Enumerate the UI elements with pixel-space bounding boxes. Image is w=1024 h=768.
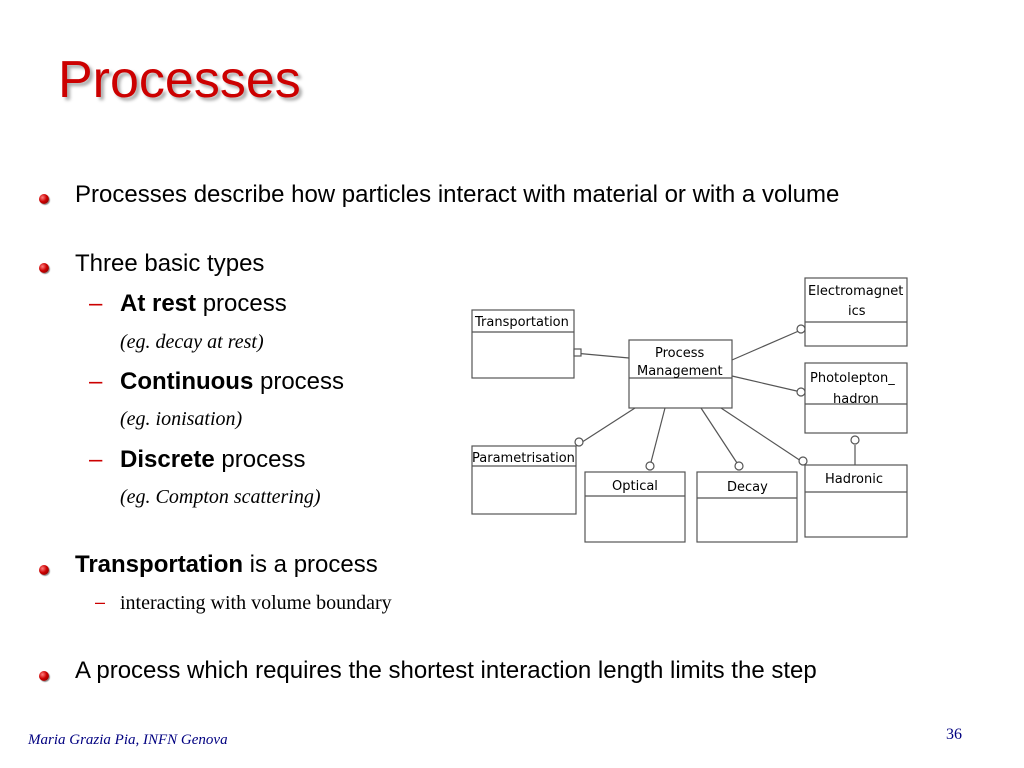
bullet-text-3: Transportation is a process bbox=[75, 551, 378, 579]
box-electromagnetics-2: ics bbox=[848, 304, 866, 319]
box-center-1: Process bbox=[655, 346, 705, 361]
bullet-icon bbox=[39, 194, 49, 204]
footer-author: Maria Grazia Pia, INFN Genova bbox=[28, 732, 228, 748]
dash-marker: – bbox=[89, 368, 103, 395]
dash-marker: – bbox=[89, 446, 103, 473]
dash-marker: – bbox=[89, 290, 103, 317]
bullet-text-4: A process which requires the shortest in… bbox=[75, 657, 817, 684]
process-diagram: Transportation Parametrisation Optical D… bbox=[471, 277, 908, 543]
box-parametrisation: Parametrisation bbox=[472, 451, 575, 466]
transport-sub: interacting with volume boundary bbox=[120, 592, 392, 614]
type-discrete-bold: Discrete bbox=[120, 446, 215, 473]
box-center-2: Management bbox=[637, 364, 723, 379]
type-continuous-example: (eg. ionisation) bbox=[120, 408, 243, 430]
bullet-3-bold: Transportation bbox=[75, 551, 244, 578]
box-optical: Optical bbox=[612, 479, 658, 494]
bullet-icon bbox=[39, 263, 49, 273]
bullet-text-2: Three basic types bbox=[75, 250, 265, 277]
type-at-rest-example: (eg. decay at rest) bbox=[120, 331, 264, 353]
type-continuous-text: process bbox=[253, 368, 345, 395]
bullet-3-text: is a process bbox=[243, 551, 378, 578]
type-continuous: Continuous process bbox=[120, 368, 344, 396]
box-electromagnetics-1: Electromagnet bbox=[808, 284, 903, 299]
type-discrete-example: (eg. Compton scattering) bbox=[120, 486, 321, 508]
type-at-rest-bold: At rest bbox=[120, 290, 197, 317]
box-photolepton-2: hadron bbox=[833, 392, 879, 407]
box-hadronic: Hadronic bbox=[825, 472, 883, 487]
box-decay: Decay bbox=[727, 480, 768, 495]
box-transportation: Transportation bbox=[474, 315, 569, 330]
page-number: 36 bbox=[946, 726, 962, 743]
bullet-text-1: Processes describe how particles interac… bbox=[75, 181, 840, 208]
bullet-icon bbox=[39, 565, 49, 575]
dash-marker: – bbox=[95, 592, 106, 612]
type-at-rest: At rest process bbox=[120, 290, 287, 318]
bullet-icon bbox=[39, 671, 49, 681]
type-at-rest-text: process bbox=[196, 290, 287, 317]
slide-title: Processes bbox=[58, 51, 301, 109]
box-photolepton-1: Photolepton_ bbox=[810, 371, 895, 386]
type-discrete-text: process bbox=[214, 446, 306, 473]
type-discrete: Discrete process bbox=[120, 446, 305, 474]
type-continuous-bold: Continuous bbox=[120, 368, 254, 395]
